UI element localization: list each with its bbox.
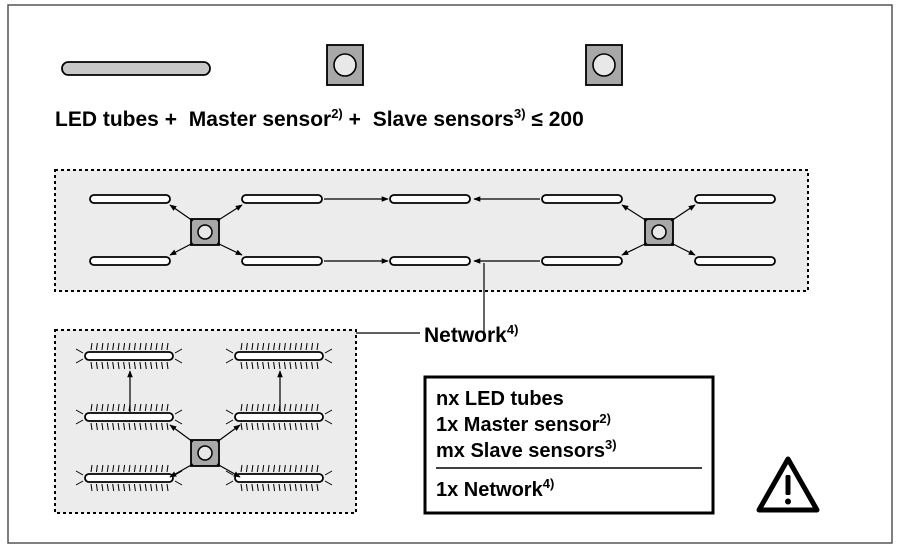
led-tube [389,256,471,266]
network-area-top [54,169,809,292]
footnote-mark: 3) [605,437,617,452]
summary-box [423,375,715,515]
sensor-icon [190,218,220,246]
footnote-mark: 2) [331,106,343,121]
led-tube [541,194,623,204]
legend-text: LED tubes + Master sensor2) + Slave sens… [55,100,584,131]
legend-limit: ≤ 200 [531,108,583,131]
led-tube [234,473,324,483]
footnote-mark: 4) [543,476,555,491]
footnote-mark: 2) [599,411,611,426]
lit-led-tube [75,464,183,492]
led-tube [84,351,174,361]
footnote-mark: 4) [507,322,519,337]
led-tube [241,256,323,266]
led-tube [694,194,776,204]
led-tube [84,473,174,483]
led-tube [89,256,171,266]
lit-led-tube [225,464,333,492]
summary-master-sensor: 1x Master sensor2) [436,411,611,436]
sensor-icon [190,439,220,467]
led-tube [694,256,776,266]
sensor-icon [644,218,674,246]
light-rays [225,403,333,431]
legend-plus: + [349,108,361,131]
connection-arrows-bottom [127,370,283,478]
connection-arrows-top [169,196,696,264]
lit-led-tube [225,403,333,431]
sensor-icon [585,44,623,86]
lit-led-tubes [75,342,333,492]
light-rays [225,342,333,370]
warning-triangle-icon [756,456,820,513]
lit-led-tube [75,342,183,370]
sensor-icon [326,44,364,86]
network-label: Network4) [424,322,518,347]
light-rays [225,464,333,492]
footnote-mark: 3) [514,106,526,121]
legend-led-label: LED tubes [55,108,159,131]
led-tube [84,412,174,422]
legend-plus: + [165,108,177,131]
led-tube [389,194,471,204]
legend-master-label: Master sensor [189,108,331,131]
led-tubes-top [89,194,776,266]
network-connector [345,263,485,334]
led-tube [241,194,323,204]
led-tube [234,351,324,361]
summary-led-tubes: nx LED tubes [436,388,564,410]
led-tube [234,412,324,422]
lit-led-tube [75,403,183,431]
light-rays [75,342,183,370]
legend-slave-label: Slave sensors [373,108,514,131]
light-rays [75,464,183,492]
summary-network: 1x Network4) [436,476,554,501]
lit-led-tube [225,342,333,370]
led-tube [89,194,171,204]
led-tube-icon [61,61,211,76]
led-tube [541,256,623,266]
light-rays [75,403,183,431]
summary-slave-sensors: mx Slave sensors3) [436,437,617,462]
